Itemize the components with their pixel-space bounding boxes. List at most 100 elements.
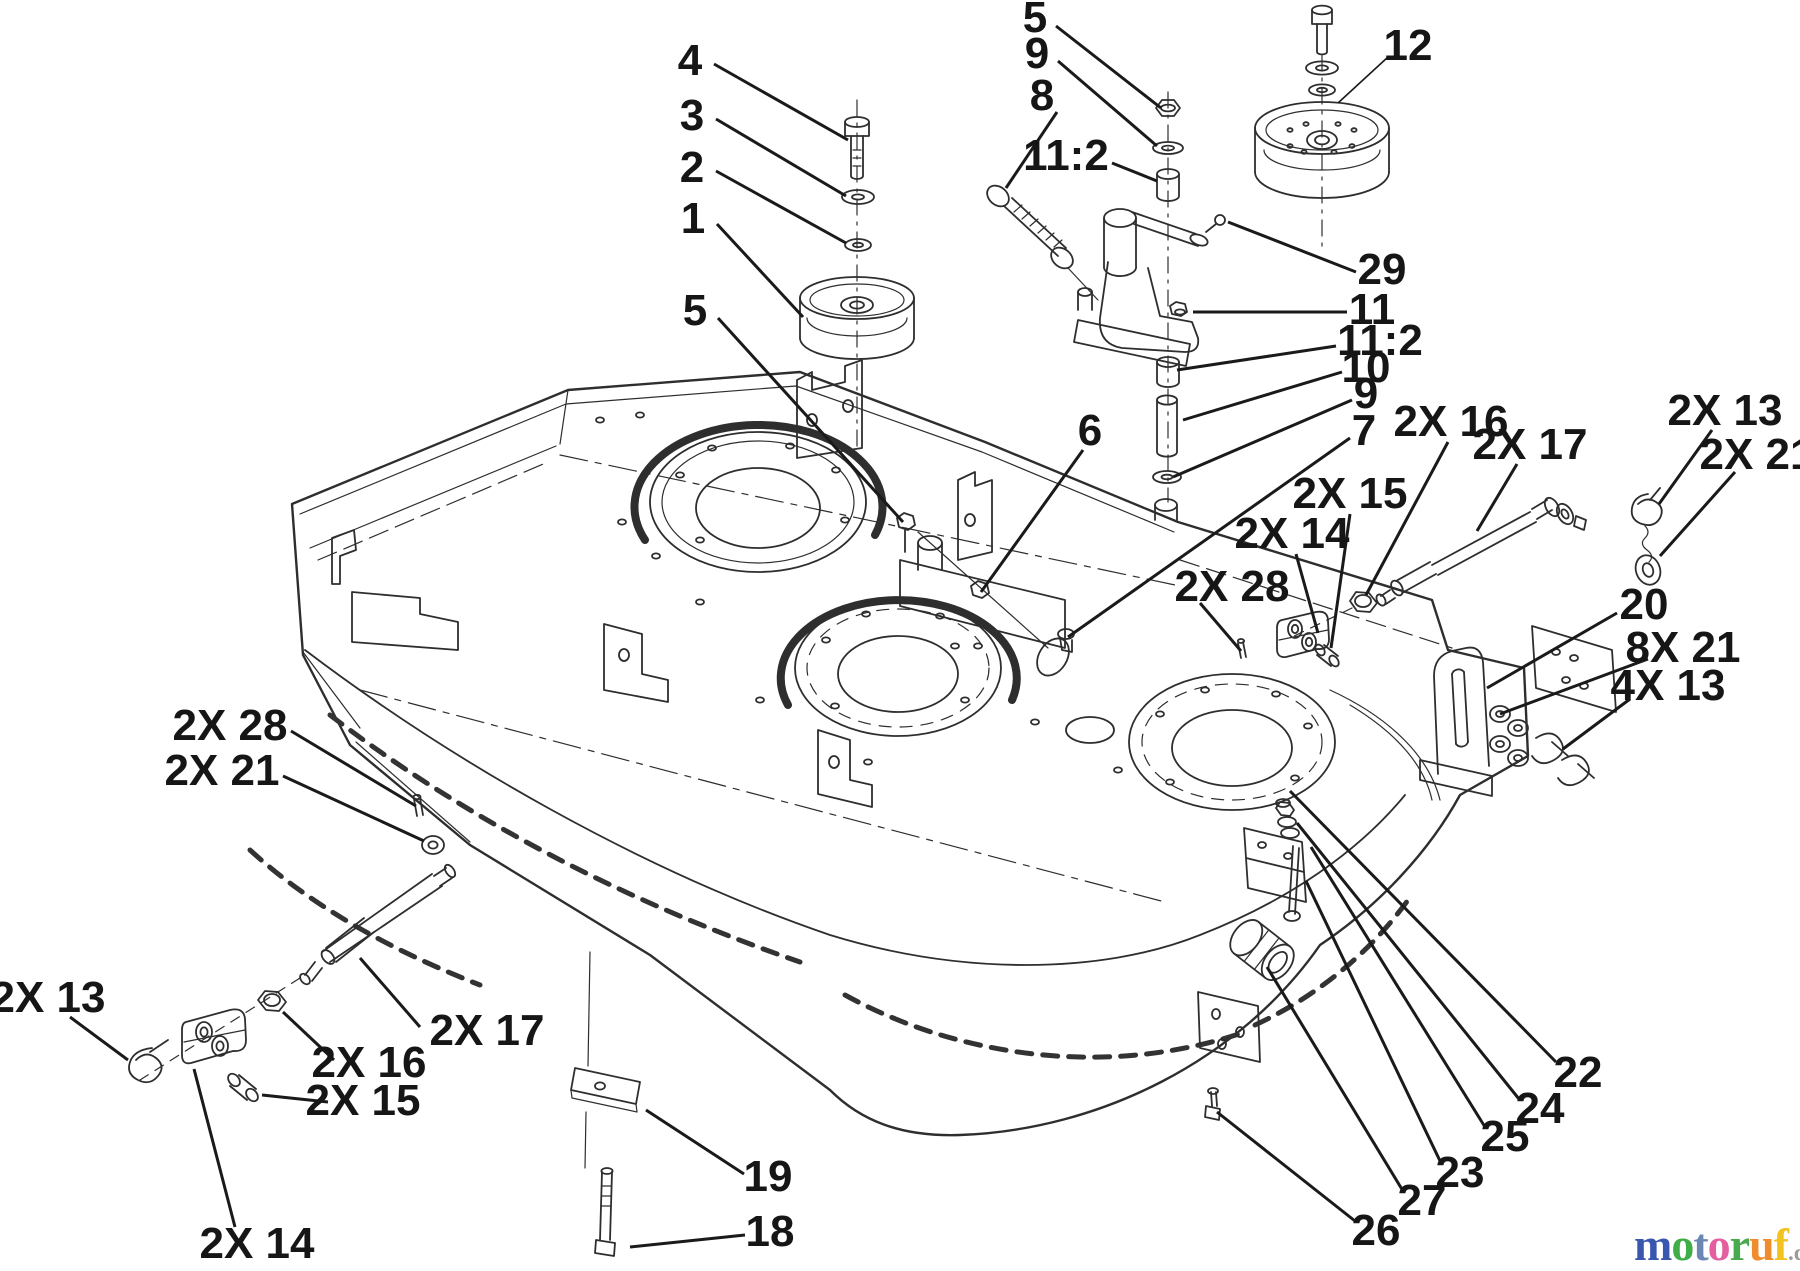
callout-10: 10 — [1342, 343, 1391, 392]
callout-2x16-r: 2X 16 — [1394, 397, 1509, 446]
grease-fitting-29 — [1205, 214, 1226, 233]
callout-2x28-r: 2X 28 — [1175, 562, 1290, 611]
leader-7 — [1067, 436, 1351, 639]
callout-2x14-r: 2X 14 — [1235, 509, 1351, 558]
washer-2 — [844, 238, 872, 252]
callout-2x28-l: 2X 28 — [173, 701, 288, 750]
spacer-11-2-lower — [1156, 356, 1180, 388]
leader-24 — [1295, 822, 1521, 1100]
watermark-letter: t — [1693, 1219, 1708, 1270]
bracket-20 — [1419, 646, 1493, 797]
callout-9a: 9 — [1025, 29, 1049, 78]
leader-4 — [713, 62, 849, 142]
leader-9b — [1172, 398, 1353, 479]
callout-2x13-r: 2X 13 — [1668, 386, 1783, 435]
leader-8 — [1004, 111, 1059, 189]
callout-2x21-l: 2X 21 — [165, 746, 280, 795]
callout-3: 3 — [680, 91, 704, 140]
pin-15-right — [1314, 643, 1340, 668]
leader-2x28-r — [1198, 602, 1243, 652]
callout-11: 11 — [1349, 285, 1396, 334]
callout-11-2a: 11:2 — [1023, 131, 1109, 180]
leader-2x16-l — [281, 1010, 336, 1062]
watermark-letter: u — [1749, 1219, 1775, 1270]
callout-4x13: 4X 13 — [1611, 661, 1726, 710]
leader-23 — [1304, 880, 1443, 1164]
leader-11-2a — [1111, 161, 1158, 183]
callout-6: 6 — [1078, 406, 1102, 455]
spindle-ring-left — [630, 420, 887, 573]
leader-9a — [1057, 59, 1158, 148]
spacer-11-2-upper — [1156, 168, 1180, 202]
callout-4: 4 — [678, 36, 703, 85]
callout-24: 24 — [1516, 1084, 1565, 1133]
watermark-letter: m — [1634, 1219, 1672, 1270]
callout-27: 27 — [1398, 1176, 1447, 1225]
deck-drawing — [128, 4, 1663, 1257]
watermark-letters: motoruf — [1634, 1219, 1789, 1270]
callout-2x16-l: 2X 16 — [312, 1038, 427, 1087]
callout-2x14-l: 2X 14 — [200, 1219, 316, 1268]
leader-2x15-l — [261, 1093, 329, 1104]
washers-8x21 — [1489, 705, 1529, 767]
roller-assembly — [1197, 798, 1307, 1121]
washer-21-right — [1634, 554, 1662, 586]
callout-12: 12 — [1384, 21, 1433, 70]
leader-11-2b — [1176, 344, 1337, 372]
leader-2x16-r — [1364, 441, 1450, 596]
callout-7: 7 — [1352, 406, 1376, 455]
leader-18 — [629, 1233, 746, 1249]
callout-8x21: 8X 21 — [1626, 623, 1741, 672]
callout-2x15-l: 2X 15 — [306, 1076, 421, 1125]
leader-2x14-l — [192, 1068, 237, 1228]
washer-21-left — [421, 835, 445, 855]
callout-22: 22 — [1554, 1048, 1603, 1097]
nut-16-right — [1349, 591, 1378, 613]
idler-arm-11 — [1073, 91, 1226, 503]
clevis-14-right — [1276, 610, 1330, 658]
washer-9-lower — [1152, 470, 1182, 484]
hairpin-13-right — [1630, 487, 1663, 563]
pulley-12 — [1254, 101, 1390, 199]
clevis-14-left — [181, 1008, 247, 1065]
spring-8 — [986, 184, 1099, 301]
leader-2x28-l — [290, 729, 417, 808]
spacer-10 — [1156, 394, 1178, 458]
pulley-1 — [799, 99, 915, 463]
callout-5a: 5 — [683, 286, 707, 335]
callout-20: 20 — [1620, 580, 1669, 629]
plate-19 — [570, 951, 641, 1169]
leader-19 — [645, 1108, 745, 1176]
leader-6 — [979, 449, 1085, 593]
washer-3 — [841, 189, 875, 205]
leader-2x15-r — [1329, 513, 1352, 649]
watermark-letter: o — [1707, 1219, 1731, 1270]
callout-5b: 5 — [1023, 0, 1047, 42]
callout-2x17-l: 2X 17 — [430, 1006, 545, 1055]
leader-1 — [715, 222, 805, 319]
watermark-letter: f — [1773, 1219, 1789, 1270]
leader-26 — [1216, 1110, 1356, 1223]
callout-1: 1 — [681, 194, 705, 243]
leader-5b — [1055, 24, 1162, 110]
pin-15-left — [227, 1072, 259, 1103]
hairpins-4x13 — [1531, 732, 1595, 787]
leader-2 — [715, 169, 847, 245]
callout-19: 19 — [744, 1152, 793, 1201]
callout-29: 29 — [1358, 245, 1407, 294]
leader-3 — [715, 117, 847, 198]
leader-27 — [1265, 966, 1405, 1192]
callout-2x13-l: 2X 13 — [0, 973, 105, 1022]
callout-25: 25 — [1481, 1112, 1530, 1161]
leader-10 — [1182, 370, 1343, 422]
bolt-12-stack — [1305, 4, 1339, 251]
callout-2x21-r: 2X 21 — [1700, 430, 1800, 479]
leader-20 — [1486, 611, 1618, 690]
leader-29 — [1227, 220, 1357, 274]
callout-23: 23 — [1436, 1148, 1485, 1197]
leader-25 — [1309, 846, 1487, 1128]
motoruf-watermark: motoruf.de — [1634, 1218, 1800, 1271]
